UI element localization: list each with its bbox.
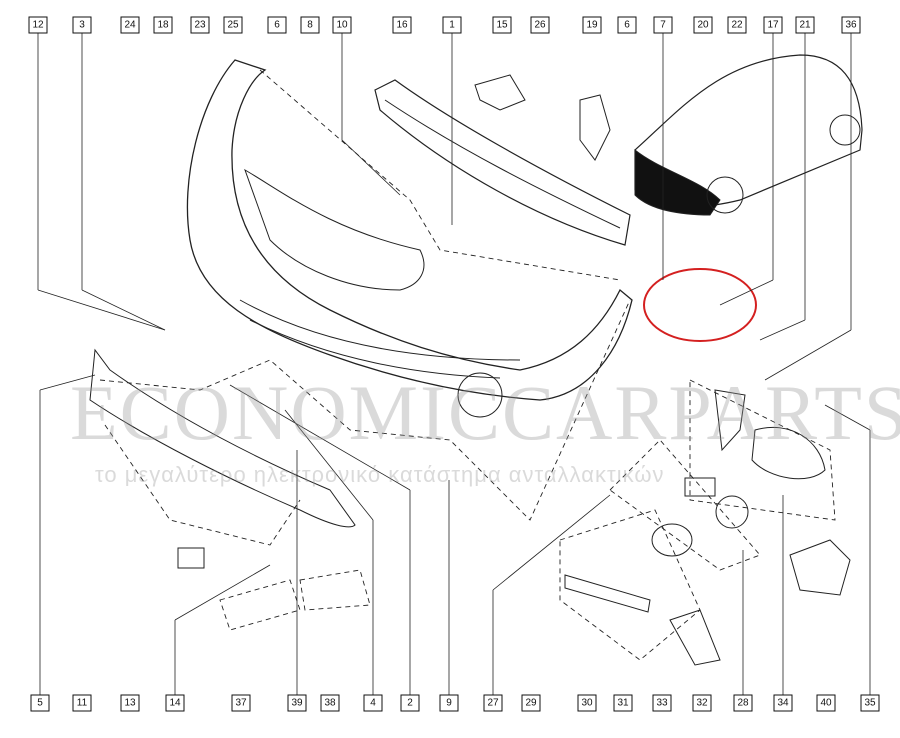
part-callout-9[interactable]: 9: [439, 694, 459, 712]
part-callout-18[interactable]: 18: [153, 16, 173, 34]
energy-absorber: [374, 79, 631, 246]
part-callout-27[interactable]: 27: [483, 694, 503, 712]
part-callout-38[interactable]: 38: [320, 694, 340, 712]
part-callout-17[interactable]: 17: [763, 16, 783, 34]
part-callout-30[interactable]: 30: [577, 694, 597, 712]
bumper-bracket: [244, 168, 425, 291]
part-callout-11[interactable]: 11: [72, 694, 92, 712]
part-callout-1[interactable]: 1: [442, 16, 462, 34]
part-callout-21[interactable]: 21: [795, 16, 815, 34]
part-callout-20[interactable]: 20: [693, 16, 713, 34]
trim-29: [564, 574, 651, 613]
part-callout-31[interactable]: 31: [613, 694, 633, 712]
part-callout-36[interactable]: 36: [841, 16, 861, 34]
part-callout-14[interactable]: 14: [165, 694, 185, 712]
part-callout-16[interactable]: 16: [392, 16, 412, 34]
part-callout-29[interactable]: 29: [521, 694, 541, 712]
part-callout-12[interactable]: 12: [28, 16, 48, 34]
part-callout-40[interactable]: 40: [816, 694, 836, 712]
leader-lines: [37, 33, 871, 695]
part-callout-35[interactable]: 35: [860, 694, 880, 712]
lower-grille: [89, 348, 356, 528]
fog-trim: [651, 523, 693, 557]
highlight-circle: [643, 268, 757, 342]
part-callout-4[interactable]: 4: [363, 694, 383, 712]
part-callout-19[interactable]: 19: [582, 16, 602, 34]
part-19: [579, 94, 611, 161]
part-callout-15[interactable]: 15: [492, 16, 512, 34]
part-callout-26[interactable]: 26: [530, 16, 550, 34]
part-36: [714, 389, 746, 452]
part-callout-22[interactable]: 22: [727, 16, 747, 34]
part-callout-5[interactable]: 5: [30, 694, 50, 712]
part-callout-34[interactable]: 34: [773, 694, 793, 712]
part-callout-23[interactable]: 23: [190, 16, 210, 34]
part-callout-32[interactable]: 32: [692, 694, 712, 712]
part-callout-7[interactable]: 7: [653, 16, 673, 34]
part-callout-24[interactable]: 24: [120, 16, 140, 34]
part-callout-6[interactable]: 6: [267, 16, 287, 34]
trim-28: [669, 609, 721, 666]
bumper-cover: [186, 59, 633, 401]
part-callout-2[interactable]: 2: [400, 694, 420, 712]
part-callout-8[interactable]: 8: [300, 16, 320, 34]
part-callout-39[interactable]: 39: [287, 694, 307, 712]
part-callout-37[interactable]: 37: [231, 694, 251, 712]
part-callout-28[interactable]: 28: [733, 694, 753, 712]
part-callout-13[interactable]: 13: [120, 694, 140, 712]
part-callout-6[interactable]: 6: [617, 16, 637, 34]
part-callout-10[interactable]: 10: [332, 16, 352, 34]
fog-lamp-34: [751, 426, 826, 480]
box-40: [789, 539, 851, 596]
part-callout-33[interactable]: 33: [652, 694, 672, 712]
part-15: [474, 74, 526, 111]
part-callout-3[interactable]: 3: [72, 16, 92, 34]
part-callout-25[interactable]: 25: [223, 16, 243, 34]
